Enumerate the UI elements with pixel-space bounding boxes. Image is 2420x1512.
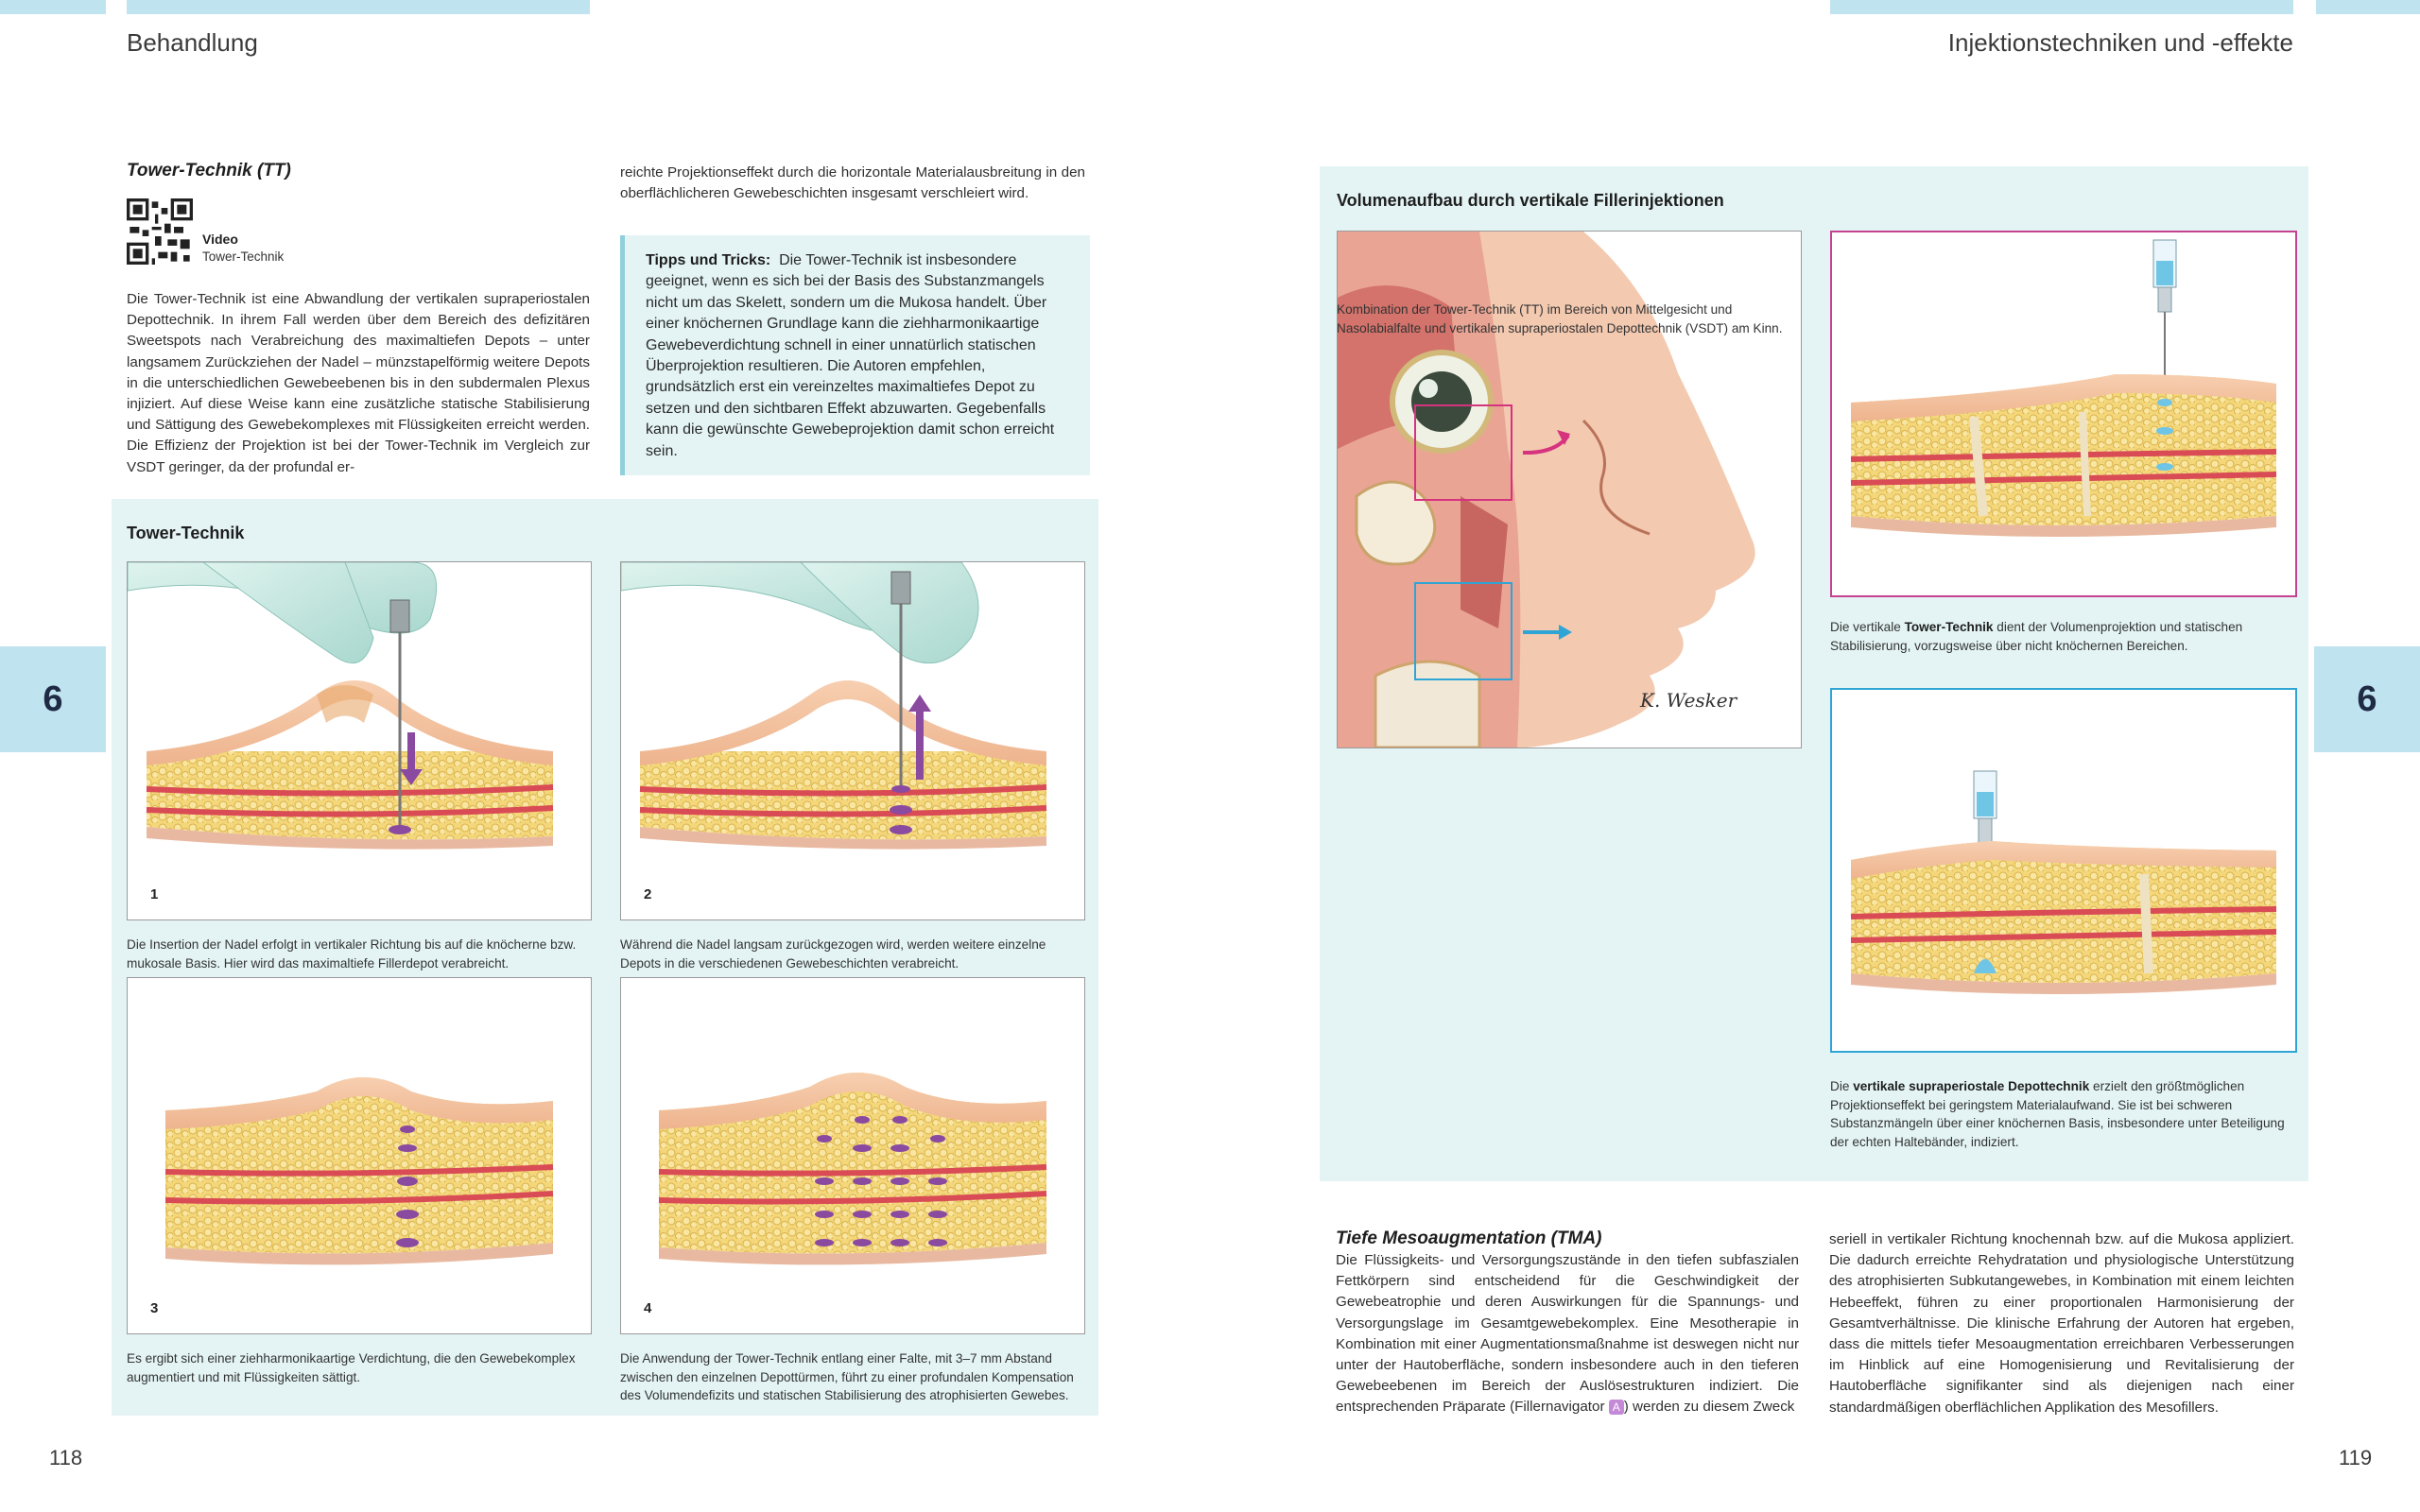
tower-caption-pre: Die vertikale	[1830, 620, 1901, 634]
tower-figure-title: Tower-Technik	[127, 524, 245, 542]
right-col2-text: seriell in vertikaler Richtung knochenna…	[1829, 1231, 2294, 1416]
tips-body: Die Tower-Technik ist insbesondere geeig…	[646, 252, 1055, 459]
tower-illustration-2	[621, 562, 1047, 850]
section-heading-tower: Tower-Technik (TT)	[127, 161, 291, 180]
tower-panel-1: 1	[127, 561, 592, 920]
tips-box: Tipps und Tricks: Die Tower-Technik ist …	[620, 235, 1090, 475]
vsdt-caption: Die vertikale supraperiostale Depottechn…	[1830, 1077, 2293, 1151]
face-panel: K. Wesker	[1337, 231, 1802, 748]
vsdt-caption-pre: Die	[1830, 1079, 1850, 1093]
header-bar-right	[1830, 0, 2293, 14]
tips-text: Tipps und Tricks: Die Tower-Technik ist …	[646, 250, 1062, 462]
video-link[interactable]: Tower-Technik	[202, 249, 285, 264]
header-bar-left-outer	[0, 0, 106, 14]
tower-panel-4-caption: Die Anwendung der Tower-Technik entlang …	[620, 1351, 1074, 1402]
volume-figure-box: Volumenaufbau durch vertikale Fillerinje…	[1320, 166, 2308, 1181]
tower-caption-bold: Tower-Technik	[1904, 620, 1994, 634]
face-cross-section-illustration	[1338, 232, 1801, 747]
tower-illustration-3	[164, 1077, 554, 1265]
left-col2-text: reichte Projektionseffekt durch die hori…	[620, 164, 1085, 202]
vsdt-caption-bold: vertikale supraperiostale Depottechnik	[1853, 1079, 2090, 1093]
tower-caption-post: dient der Volumenprojektion und statisch…	[1830, 620, 2243, 653]
tower-panel-2: 2	[620, 561, 1085, 920]
left-col1-text: Die Tower-Technik ist eine Abwandlung de…	[127, 291, 590, 475]
tower-figure-box: Tower-Technik 1 Die Insertion der Nadel …	[112, 499, 1098, 1416]
tower-panel-2-number: 2	[644, 886, 652, 902]
chapter-tab-right: 6	[2314, 646, 2420, 752]
right-col1-text: Die Flüssigkeits- und Versorgungszuständ…	[1336, 1250, 1799, 1418]
face-caption: Kombination der Tower-Technik (TT) im Be…	[1337, 302, 1783, 335]
vsdt-illustration	[1850, 770, 2277, 994]
running-head-left: Behandlung	[127, 28, 258, 57]
tower-illustration-4	[658, 1073, 1047, 1265]
vsdt-panel	[1830, 688, 2297, 1053]
tower-panel-4: 4	[620, 977, 1085, 1334]
tower-panel-3: 3	[127, 977, 592, 1334]
tower-technique-panel	[1830, 231, 2297, 597]
illustrator-signature: K. Wesker	[1640, 689, 1737, 712]
header-bar-right-outer	[2316, 0, 2420, 14]
header-bar-left	[127, 0, 590, 14]
tma-col1-body: Die Flüssigkeits- und Versorgungszuständ…	[1336, 1252, 1799, 1416]
tower-panel-1-number: 1	[150, 886, 159, 902]
tma-col1-tail: ) werden zu diesem Zweck	[1623, 1399, 1795, 1416]
tower-illustration-1	[128, 562, 554, 850]
tower-panel-4-number: 4	[644, 1300, 652, 1316]
tower-panel-3-number: 3	[150, 1300, 159, 1316]
tower-panel-3-caption: Es ergibt sich einer ziehharmonikaartige…	[127, 1351, 576, 1384]
tower-panel-2-caption: Während die Nadel langsam zurückgezogen …	[620, 937, 1046, 971]
page-number-right: 119	[2339, 1446, 2373, 1469]
video-label: Video	[202, 232, 238, 247]
running-head-right: Injektionstechniken und -effekte	[1947, 28, 2293, 57]
tips-label: Tipps und Tricks:	[646, 252, 771, 268]
page-number-left: 118	[49, 1446, 83, 1469]
tower-panel-1-caption: Die Insertion der Nadel erfolgt in verti…	[127, 937, 577, 971]
vsdt-caption-post: erzielt den größtmöglichen Projektionsef…	[1830, 1079, 2285, 1149]
section-heading-tma: Tiefe Mesoaugmentation (TMA)	[1336, 1228, 1602, 1248]
tower-technique-illustration	[1850, 239, 2277, 537]
chapter-tab-left: 6	[0, 646, 106, 752]
qr-code-icon[interactable]	[127, 198, 193, 265]
volume-figure-title: Volumenaufbau durch vertikale Fillerinje…	[1337, 191, 1724, 210]
tower-technique-caption: Die vertikale Tower-Technik dient der Vo…	[1830, 618, 2293, 655]
fillernavigator-badge[interactable]: A	[1608, 1400, 1624, 1416]
